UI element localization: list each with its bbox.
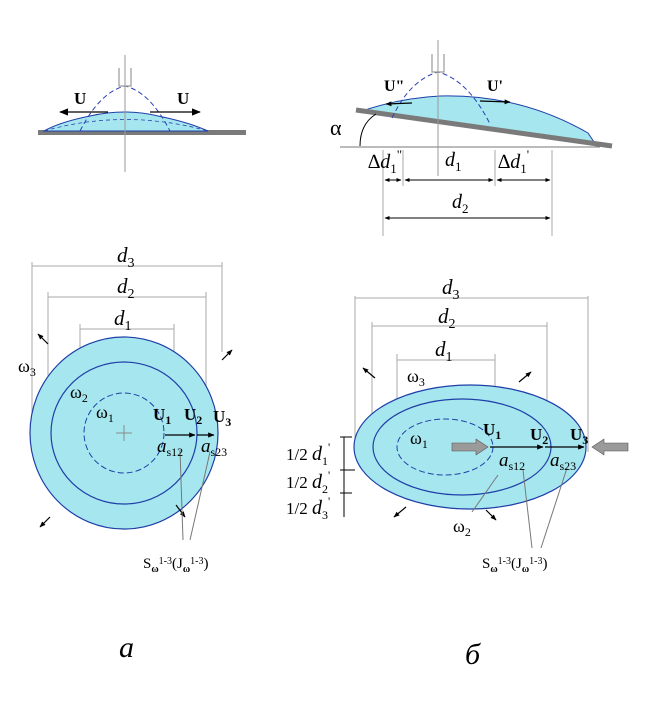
panel-b: d3 d2 d1 ω3 ω1 ω2 U1 U2 U3 as12 as23 1/2… (286, 275, 629, 671)
pointer-line (522, 469, 533, 549)
expand-arrow-br (175, 504, 186, 518)
drop-profile (42, 111, 209, 132)
label-as12: as12 (499, 450, 525, 473)
expand-arrow-tl (362, 367, 376, 379)
label-s-omega: Sω1-3(Jω1-3) (482, 556, 548, 575)
top-right-drop-profile: U" U' α ∆d1" d1 ∆d1' d2 (330, 40, 613, 236)
label-d1: d1 (114, 306, 132, 334)
label-delta-d1-prime: ∆d1' (498, 147, 529, 176)
label-d1: d1 (445, 149, 462, 174)
grey-arrow-outer (591, 438, 629, 456)
label-as12: as12 (157, 436, 183, 459)
inclined-substrate (355, 107, 613, 149)
label-u-left: U (74, 89, 86, 108)
label-half-d2: 1/2 d2' (286, 468, 330, 496)
drop-middle-circle (50, 361, 198, 505)
label-d3: d3 (117, 243, 135, 271)
caption-b: б (465, 638, 481, 671)
top-left-drop-profile: U U (38, 55, 246, 172)
label-omega2: ω2 (70, 382, 88, 405)
label-u-prime: U' (487, 78, 503, 95)
label-u2: U2 (184, 405, 202, 427)
expand-arrow-tr (221, 349, 233, 361)
label-alpha: α (330, 115, 342, 140)
label-d3: d3 (442, 275, 460, 303)
nozzle (118, 68, 132, 87)
label-omega3: ω3 (407, 366, 425, 389)
expand-arrow-tr (518, 371, 532, 383)
label-d2: d2 (452, 191, 469, 216)
label-s-omega: Sω1-3(Jω1-3) (143, 556, 209, 575)
label-omega1: ω1 (410, 428, 428, 451)
label-half-d1: 1/2 d1' (286, 440, 330, 468)
pointer-line (540, 467, 568, 549)
label-u1: U1 (483, 420, 501, 442)
pointer-line (179, 449, 184, 541)
label-omega2: ω2 (453, 516, 471, 539)
panel-a: d3 d2 d1 ω3 ω2 ω1 U1 U2 U3 as12 as23 Sω1… (18, 243, 233, 664)
arrow-u-prime (479, 99, 511, 105)
drop-on-incline (361, 95, 596, 143)
label-delta-d1-double: ∆d1" (368, 147, 402, 176)
label-u1: U1 (153, 405, 171, 427)
arrow-u-double (385, 101, 413, 107)
nozzle (431, 54, 445, 73)
label-omega3: ω3 (18, 356, 36, 379)
label-u3: U3 (570, 425, 588, 447)
expand-arrow-bl (39, 516, 51, 528)
expand-arrow-bl (393, 506, 407, 518)
label-d1: d1 (435, 337, 453, 365)
expand-arrow-tl (37, 333, 49, 345)
label-omega1: ω1 (96, 402, 114, 425)
label-d2: d2 (438, 304, 456, 332)
drop-inner-circle-dashed (83, 392, 165, 474)
label-u-double: U" (384, 78, 404, 95)
label-as23: as23 (201, 436, 227, 459)
expand-arrow-br (485, 509, 497, 521)
pointer-omega2 (471, 474, 499, 513)
label-half-d3: 1/2 d3' (286, 494, 330, 522)
pointer-line (189, 451, 211, 541)
label-as23: as23 (550, 450, 576, 473)
substrate-plate (38, 130, 246, 135)
label-u-right: U (177, 89, 189, 108)
label-d2: d2 (117, 274, 135, 302)
angle-arc (359, 113, 377, 147)
caption-a: а (119, 631, 134, 664)
grey-arrow-inner (451, 438, 489, 456)
label-u3: U3 (213, 407, 231, 429)
label-u2: U2 (530, 425, 548, 447)
